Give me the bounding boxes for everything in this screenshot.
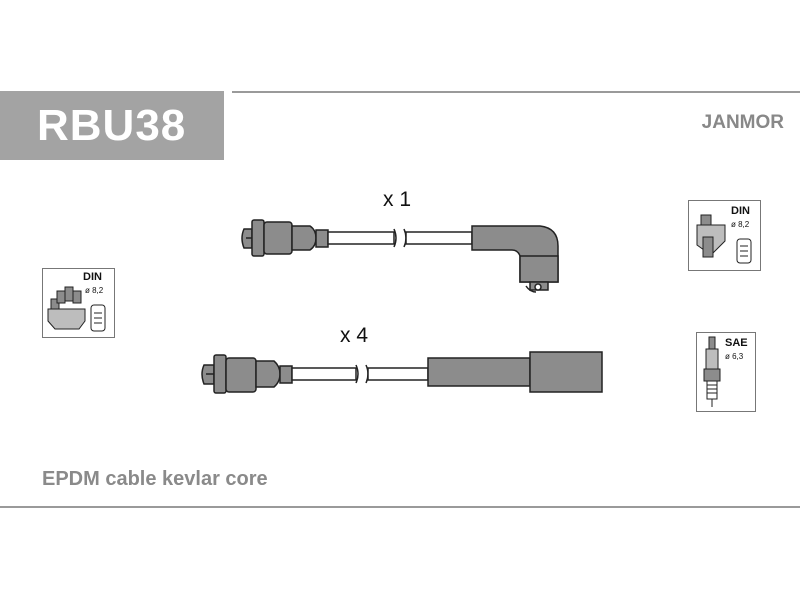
cable-1-quantity: x 1 (383, 188, 412, 211)
header-rule (232, 91, 800, 93)
spark-plug-icon-box: SAE ø 6,3 (696, 332, 756, 412)
distributor-cap-icon (47, 286, 106, 332)
cable-2-boot-right (427, 357, 531, 387)
distributor-left-diameter: ø 8,2 (85, 286, 104, 295)
cable-2-wire-right (367, 367, 429, 381)
cable-2-quantity: x 4 (340, 324, 369, 347)
distributor-right-diameter: ø 8,2 (731, 220, 750, 229)
cable-1 (241, 219, 559, 293)
footer-rule (0, 506, 800, 508)
distributor-right-standard: DIN (731, 205, 750, 217)
distributor-boot-icon (696, 214, 752, 264)
spark-plug-standard: SAE (725, 337, 748, 349)
cable-2-wire-left (291, 367, 357, 381)
cable-1-boot-left (251, 219, 265, 257)
distributor-icon-left: DIN ø 8,2 (42, 268, 115, 338)
spark-plug-diameter: ø 6,3 (725, 352, 744, 361)
cable-2 (201, 351, 603, 394)
cable-1-wire-right (405, 231, 473, 245)
cable-1-wire-left (327, 231, 395, 245)
distributor-icon-right: DIN ø 8,2 (688, 200, 761, 271)
product-code: RBU38 (0, 91, 224, 160)
cable-2-boot-left (213, 354, 227, 394)
spark-plug-icon (703, 336, 721, 407)
product-description: EPDM cable kevlar core (42, 468, 268, 490)
brand-name: JANMOR (701, 112, 784, 133)
distributor-left-standard: DIN (83, 271, 102, 283)
